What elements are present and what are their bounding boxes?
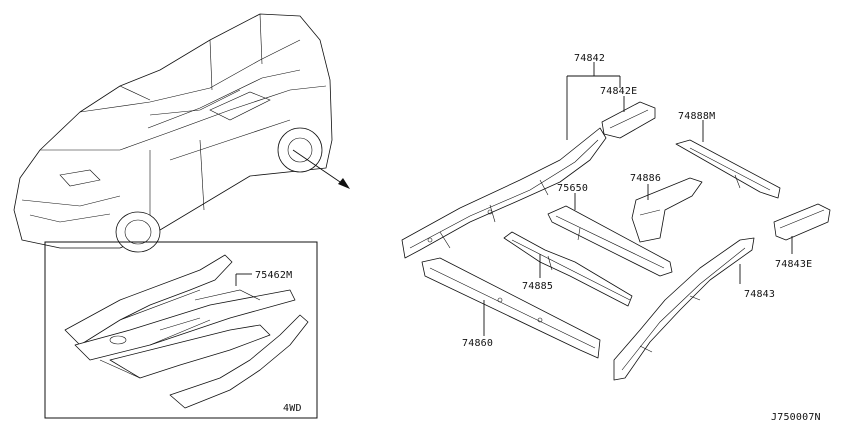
label-74843E: 74843E: [775, 259, 812, 270]
part-74842E: [601, 101, 656, 139]
leader-lines: [483, 62, 793, 336]
label-74842E: 74842E: [600, 86, 637, 97]
label-74842: 74842: [574, 53, 605, 64]
label-75650: 75650: [557, 183, 588, 194]
4wd-inset-box: [44, 241, 318, 419]
inset-caption-4wd: 4WD: [283, 403, 302, 414]
vehicle-illustration: [13, 13, 333, 253]
part-74885: [503, 231, 633, 307]
label-74843: 74843: [744, 289, 775, 300]
part-74888M: [675, 139, 781, 199]
label-74860: 74860: [462, 338, 493, 349]
label-74886: 74886: [630, 173, 661, 184]
part-74843E: [773, 203, 831, 241]
part-74886: [631, 177, 703, 243]
label-75462M: 75462M: [255, 270, 292, 281]
direction-arrow: [292, 149, 350, 189]
part-75650: [547, 205, 673, 277]
part-74842: [401, 127, 607, 259]
part-74843: [613, 237, 755, 381]
label-74885: 74885: [522, 281, 553, 292]
part-74860: [421, 257, 601, 359]
diagram-code: J750007N: [771, 412, 821, 423]
label-74888M: 74888M: [678, 111, 715, 122]
